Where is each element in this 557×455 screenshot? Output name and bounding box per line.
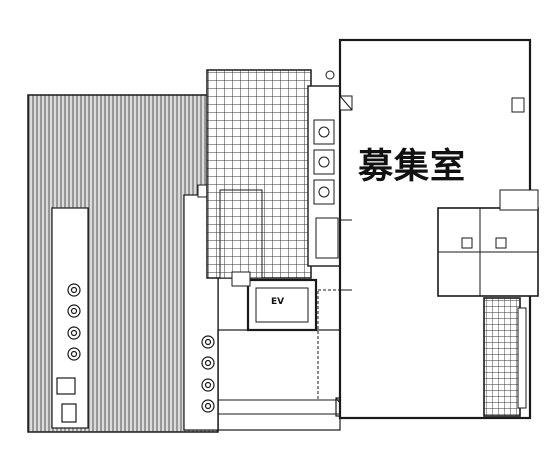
- service-column: [307, 70, 355, 267]
- right-stair: [483, 297, 527, 417]
- equipment-units-right: [201, 335, 215, 413]
- equipment-units-left: [56, 283, 81, 423]
- elevator: [231, 271, 318, 332]
- elevator-label: EV: [271, 297, 285, 307]
- right-side-rooms: [437, 189, 539, 297]
- left-striped-zone: [27, 94, 221, 433]
- grid-core-area: [206, 69, 312, 279]
- vacancy-room-label: 募集室: [358, 147, 467, 187]
